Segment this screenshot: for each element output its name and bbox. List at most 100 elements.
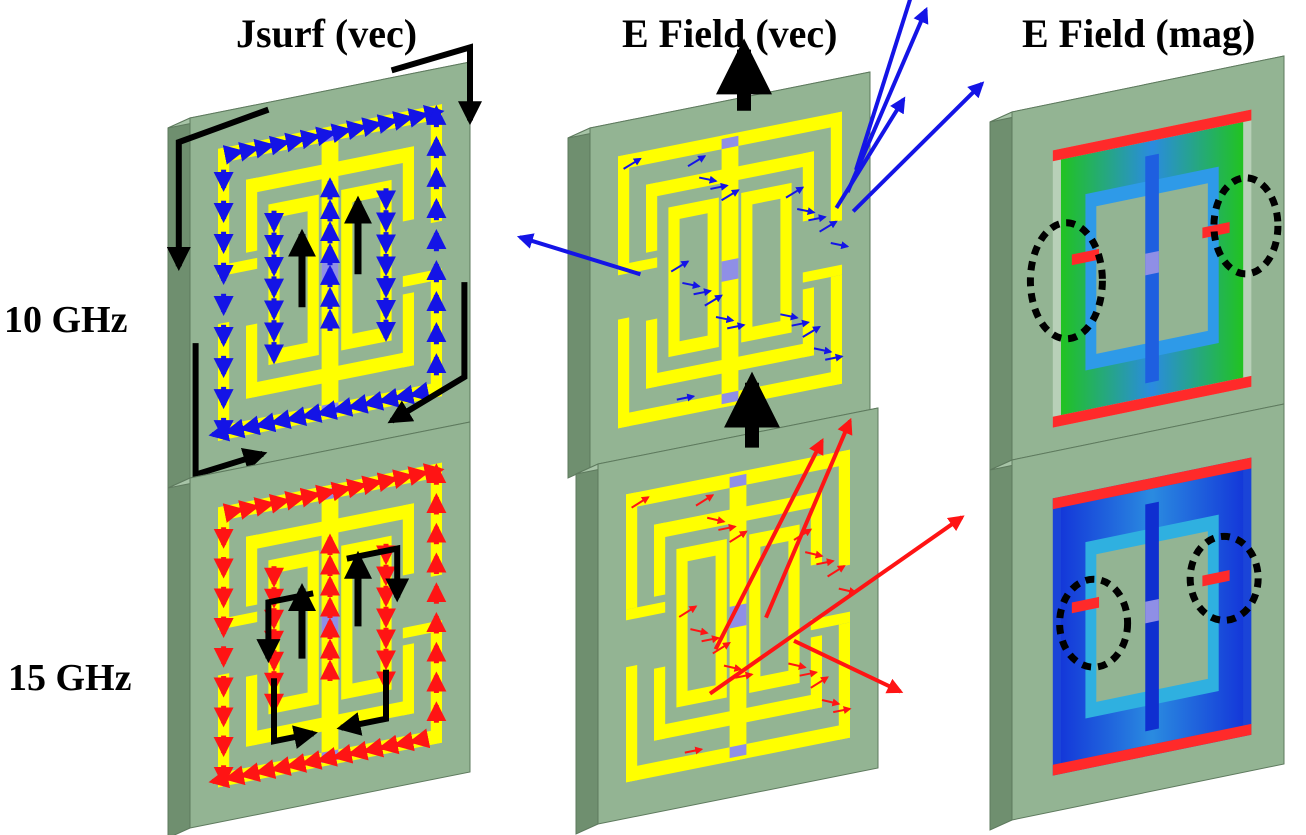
field-vector bbox=[721, 189, 740, 202]
field-vector bbox=[623, 157, 642, 170]
gap-patch bbox=[729, 743, 747, 759]
outer-ring bbox=[838, 622, 850, 740]
current-vector bbox=[393, 731, 415, 752]
current-vector bbox=[222, 145, 245, 165]
inner-ring bbox=[402, 292, 414, 368]
current-vector bbox=[362, 390, 385, 411]
current-vector bbox=[270, 409, 292, 430]
field-vector-long bbox=[764, 417, 853, 619]
current-vector bbox=[376, 472, 399, 493]
field-vector bbox=[704, 294, 723, 307]
inner-ring bbox=[246, 177, 258, 253]
highlight-circle bbox=[1186, 532, 1262, 624]
inner-ring bbox=[246, 323, 258, 399]
current-vector bbox=[253, 497, 276, 517]
current-vector bbox=[330, 123, 353, 144]
outer-ring bbox=[830, 274, 842, 386]
outer-ring bbox=[430, 104, 442, 224]
field-vector bbox=[690, 627, 709, 636]
current-vector bbox=[254, 412, 277, 433]
outer-ring bbox=[838, 449, 850, 568]
field-vector-long bbox=[516, 233, 641, 277]
current-vector bbox=[407, 466, 430, 486]
inner-ring bbox=[402, 503, 414, 576]
current-vector bbox=[347, 740, 369, 761]
outer-ring bbox=[618, 154, 630, 266]
current-vector bbox=[299, 129, 322, 150]
field-vector bbox=[723, 664, 743, 672]
field-vector bbox=[827, 565, 846, 578]
circulation-arrow bbox=[192, 343, 268, 479]
current-vector bbox=[223, 418, 246, 439]
current-vector bbox=[239, 762, 261, 783]
gap-patch bbox=[1145, 598, 1159, 624]
field-vector bbox=[706, 516, 726, 525]
current-vector bbox=[238, 500, 260, 520]
current-vector bbox=[222, 503, 245, 523]
field-vector bbox=[715, 315, 735, 324]
field-vector bbox=[780, 312, 799, 321]
stub bbox=[802, 264, 842, 283]
current-vector bbox=[315, 484, 337, 505]
field-vector bbox=[825, 353, 844, 362]
row-label-15ghz: 15 GHz bbox=[8, 657, 132, 699]
inner-ring bbox=[654, 522, 666, 597]
hot-gap bbox=[1202, 222, 1230, 239]
circulation-arrow bbox=[166, 106, 270, 272]
current-vector bbox=[315, 126, 337, 147]
field-vector bbox=[830, 241, 850, 250]
current-vector bbox=[268, 494, 291, 514]
current-vector bbox=[331, 743, 354, 764]
current-vector bbox=[377, 734, 400, 755]
field-vector bbox=[810, 676, 829, 689]
current-vector bbox=[239, 415, 261, 436]
circulation-arrow bbox=[346, 544, 410, 603]
field-vector bbox=[718, 523, 737, 532]
outer-ring bbox=[830, 111, 842, 223]
field-vector bbox=[684, 746, 704, 755]
field-vector bbox=[785, 186, 805, 199]
field-vector bbox=[695, 494, 715, 507]
current-vector bbox=[284, 490, 306, 511]
inner-ring bbox=[402, 146, 414, 222]
stub bbox=[810, 611, 850, 631]
current-vector bbox=[376, 114, 399, 134]
hot-gap bbox=[1071, 596, 1100, 614]
current-vector bbox=[270, 756, 292, 776]
hot-gap bbox=[1202, 570, 1230, 587]
inner-ring bbox=[402, 643, 414, 716]
current-vector bbox=[316, 747, 338, 767]
unit-cell-panel bbox=[989, 55, 1285, 483]
inner-ring bbox=[802, 151, 814, 222]
field-vector bbox=[710, 182, 729, 191]
highlight-circle bbox=[1026, 219, 1106, 343]
inner-ring bbox=[646, 318, 658, 389]
column-title-jsurf: Jsurf (vec) bbox=[236, 11, 418, 56]
field-vector bbox=[682, 281, 701, 289]
current-vector bbox=[362, 737, 385, 758]
outer-ring bbox=[218, 673, 230, 788]
outer-ring bbox=[430, 462, 442, 577]
field-vector-long bbox=[834, 96, 906, 209]
stub bbox=[626, 601, 666, 621]
field-vector bbox=[833, 706, 852, 714]
hot-gap bbox=[1071, 248, 1100, 266]
substrate-side bbox=[567, 127, 591, 479]
circulation-arrow bbox=[271, 678, 318, 749]
inner-ring bbox=[646, 182, 658, 253]
current-vector bbox=[299, 487, 322, 508]
outer-ring bbox=[218, 321, 230, 441]
gap-patch bbox=[729, 473, 747, 489]
field-vector bbox=[816, 558, 835, 567]
row-label-10ghz: 10 GHz bbox=[4, 299, 128, 341]
inner-loop-hole bbox=[752, 198, 781, 327]
field-vector bbox=[676, 393, 696, 402]
field-vector-long bbox=[851, 81, 985, 213]
substrate-side bbox=[167, 477, 191, 835]
substrate-side bbox=[989, 459, 1013, 831]
field-vector bbox=[791, 319, 810, 328]
current-vector bbox=[316, 400, 338, 420]
unit-cell-panel bbox=[167, 421, 471, 835]
gap-patch bbox=[1145, 250, 1159, 276]
